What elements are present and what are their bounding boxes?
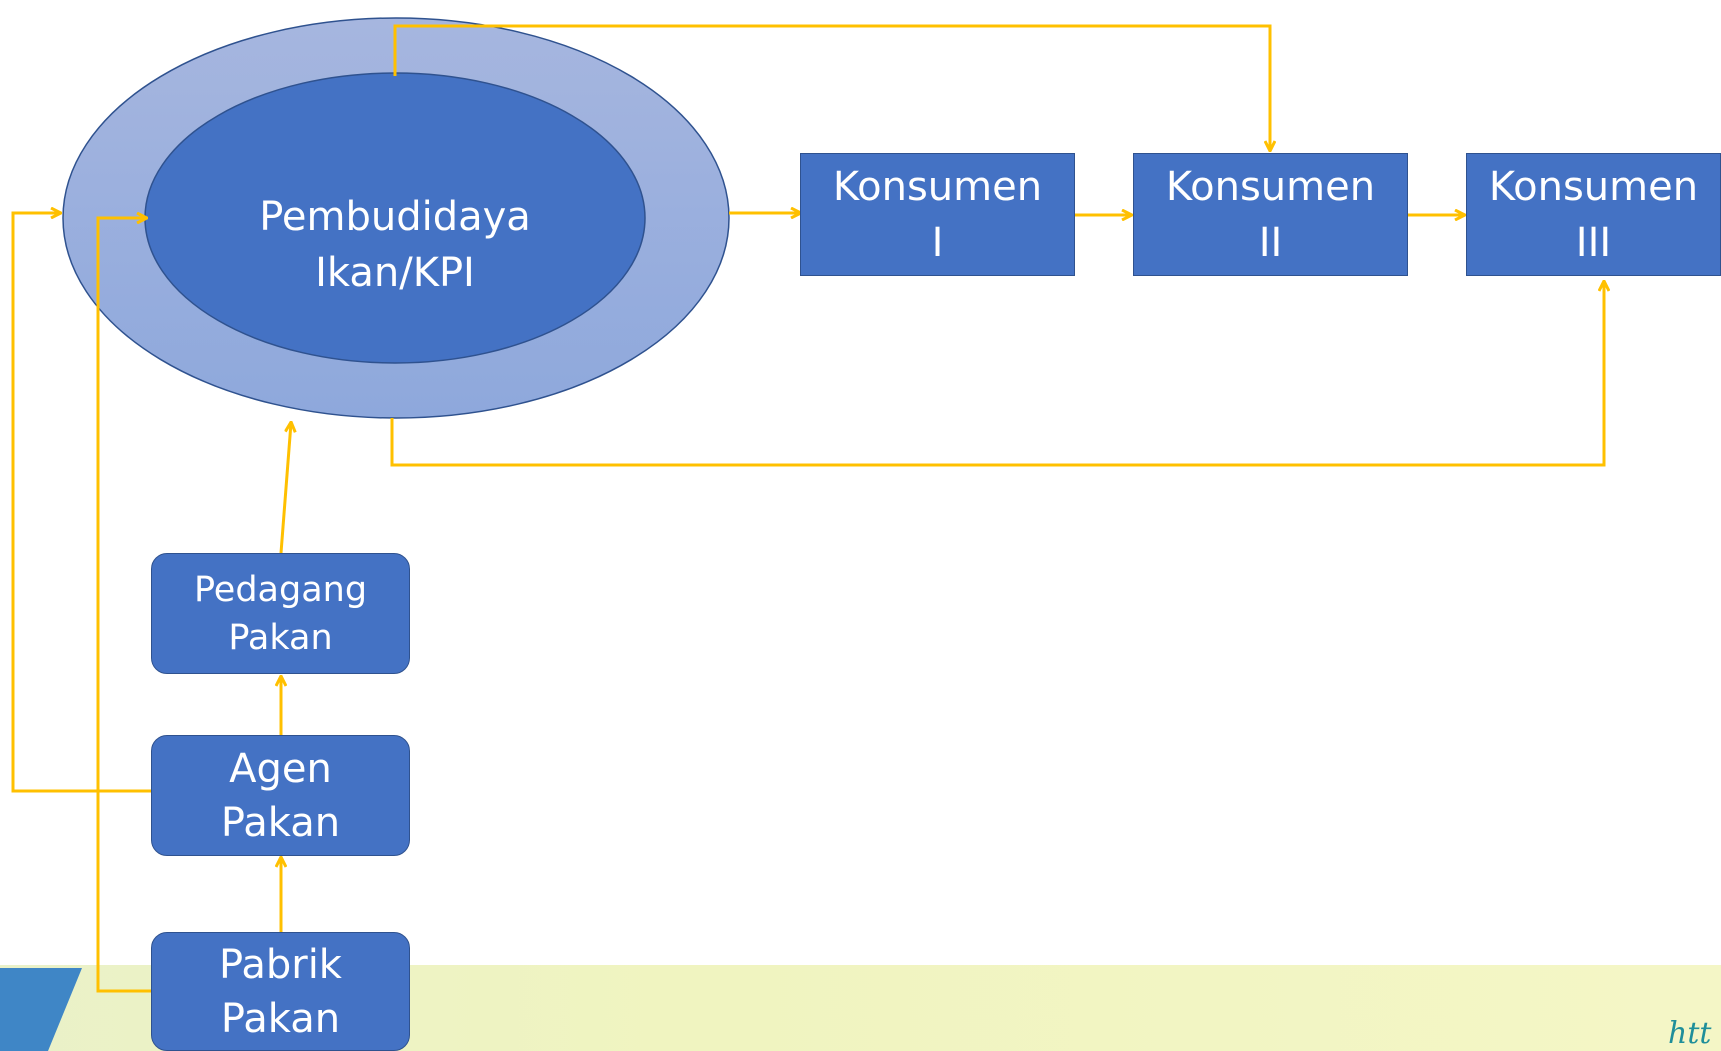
arrow-agen-to-outer-ellipse [11,213,151,793]
agen-pakan-box: Agen Pakan [151,735,410,856]
konsumen-3-box: Konsumen III [1466,153,1721,276]
konsumen-2-box: Konsumen II [1133,153,1408,276]
pabrik-pakan-box: Pabrik Pakan [151,932,410,1051]
footer-url-fragment: htt [1668,1016,1712,1051]
pedagang-pakan-box: Pedagang Pakan [151,553,410,674]
blue-swoosh-decoration [0,968,82,1051]
arrow-pabrik-to-inner-ellipse [96,218,151,993]
arrow-center-bottom-to-konsumen-3 [390,282,1604,467]
konsumen-1-box: Konsumen I [800,153,1075,276]
arrow-center-top-to-konsumen-2 [393,24,1270,150]
arrow-pedagang-to-center [279,423,291,554]
pembudidaya-ikan-label: Pembudidaya Ikan/KPI [259,194,531,296]
